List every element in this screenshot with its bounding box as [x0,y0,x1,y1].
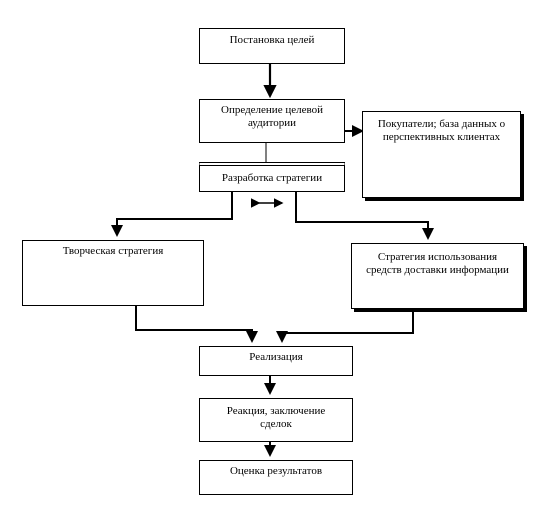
node-creative: Творческая стратегия [22,240,204,306]
arrow-strategy-to-media [295,192,434,240]
node-implementation-label: Реализация [249,351,303,363]
arrow-media-to-implementation [276,311,414,343]
node-audience-label: Определение целевой аудитории [221,104,323,129]
node-goals: Постановка целей [199,28,345,64]
node-reaction: Реакция, заключение сделок [199,398,353,442]
node-customers: Покупатели; база данных о перспективных … [362,111,521,198]
node-evaluation-label: Оценка результатов [229,465,323,477]
node-customers-label: Покупатели; база данных о перспективных … [377,118,506,143]
node-evaluation: Оценка результатов [199,460,353,495]
node-media-label: Стратегия использования средств доставки… [366,251,509,276]
node-creative-label: Творческая стратегия [62,245,164,257]
node-implementation: Реализация [199,346,353,376]
arrow-creative-to-implementation [135,306,258,343]
node-strategy: Разработка стратегии [199,162,345,192]
node-media: Стратегия использования средств доставки… [351,243,524,309]
node-goals-label: Постановка целей [229,34,315,46]
node-strategy-label: Разработка стратегии [221,172,323,184]
arrow-strategy-to-creative [111,192,233,237]
node-audience: Определение целевой аудитории [199,99,345,143]
node-reaction-label: Реакция, заключение сделок [226,405,326,430]
